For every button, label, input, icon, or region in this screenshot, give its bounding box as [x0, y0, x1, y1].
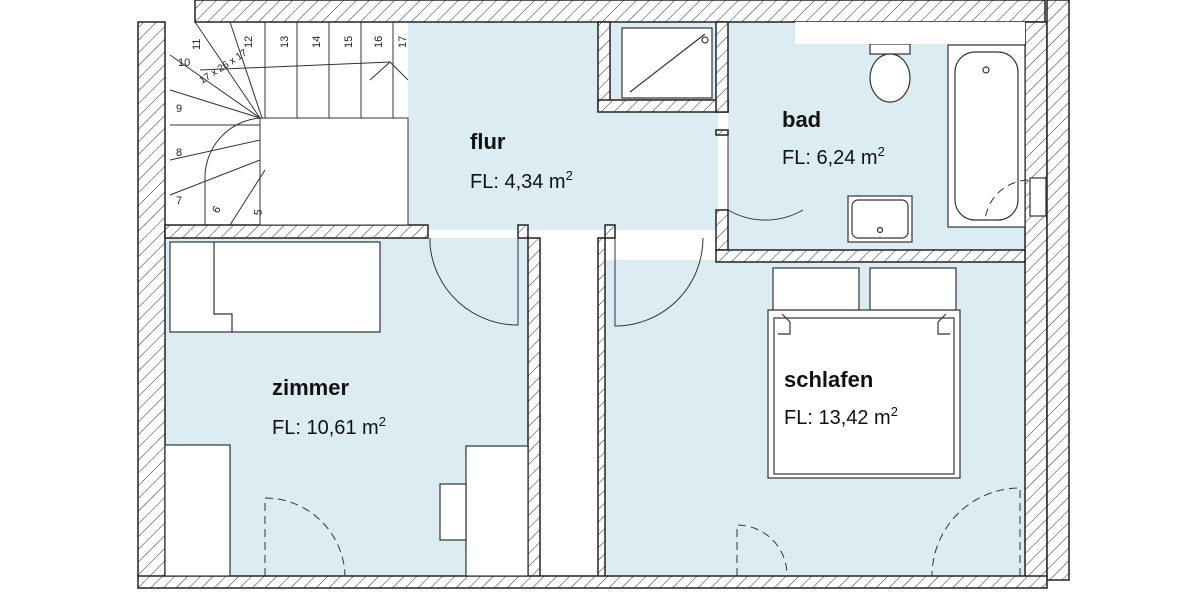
- stair-step-number: 7: [176, 195, 182, 207]
- stair-direction-line: [199, 61, 391, 71]
- window-schlafen-left: [736, 524, 788, 577]
- room-area-unit-exponent: 2: [566, 168, 573, 183]
- nightstand-right: [869, 267, 957, 311]
- stair-tread: [169, 89, 261, 119]
- bathroom-fixtures: [621, 22, 1047, 243]
- wall-stair-flur: [164, 224, 429, 239]
- stair-step-number: 5: [252, 208, 265, 216]
- stair-tread: [169, 139, 261, 161]
- room-name-zimmer: zimmer: [272, 375, 349, 400]
- room-area-flur: FL: 4,34 m2: [470, 168, 573, 193]
- door-schlafen: [614, 237, 704, 327]
- shower-drain-line: [629, 33, 706, 93]
- bathtub-drain: [982, 66, 990, 74]
- room-area-text: FL: 6,24 m: [782, 147, 878, 169]
- stair-step-number: 12: [243, 36, 255, 48]
- wall-bottom: [137, 575, 1048, 589]
- stair-step-number: 17: [397, 36, 409, 48]
- window-bad: [984, 179, 1029, 221]
- stair-landing: [259, 117, 409, 226]
- room-labels: flur FL: 4,34 m2 bad FL: 6,24 m2 zimmer …: [272, 107, 898, 439]
- toilet-bowl: [869, 53, 911, 103]
- door-zimmer: [429, 238, 519, 326]
- pillow-fold: [937, 313, 950, 335]
- room-name-bad: bad: [782, 107, 821, 132]
- zimmer-desk: [164, 444, 231, 577]
- staircase: [169, 21, 409, 226]
- room-name-schlafen: schlafen: [784, 367, 873, 392]
- bed-blanket: [773, 317, 955, 475]
- room-area-text: FL: 13,42 m: [784, 407, 891, 429]
- pillow-fold: [778, 313, 791, 335]
- bed: [767, 309, 961, 479]
- wall-corridor-left: [517, 224, 529, 239]
- zimmer-wardrobe: [465, 445, 529, 577]
- room-area-unit-exponent: 2: [891, 404, 898, 419]
- stair-step-number: 16: [373, 36, 385, 48]
- room-area-unit-exponent: 2: [379, 414, 386, 429]
- wall-right: [1024, 21, 1048, 579]
- zimmer-chair: [439, 483, 467, 541]
- stair-step-number: 15: [343, 36, 355, 48]
- wall-shower-right: [715, 21, 729, 113]
- room-area-zimmer: FL: 10,61 m2: [272, 414, 386, 439]
- wash-basin-bowl: [851, 199, 909, 239]
- zimmer-bed-fold: [213, 242, 233, 332]
- room-area-text: FL: 10,61 m: [272, 417, 379, 439]
- bad-window-unit: [1029, 177, 1047, 217]
- window-zimmer: [264, 497, 346, 577]
- bad-shelf: [795, 22, 1025, 44]
- room-area-schlafen: FL: 13,42 m2: [784, 404, 898, 429]
- wall-far-right: [1046, 0, 1070, 581]
- nightstand-left: [772, 267, 860, 311]
- stair-step-number: 14: [311, 36, 323, 48]
- wall-left: [137, 21, 166, 579]
- stair-step-number: 10: [178, 57, 190, 69]
- wall-corridor-schlafen: [597, 237, 606, 579]
- room-area-bad: FL: 6,24 m2: [782, 144, 885, 169]
- wall-zimmer-corridor: [527, 237, 541, 579]
- wall-bad-bottom: [715, 249, 1026, 263]
- wall-bad-left: [715, 129, 729, 136]
- basin-tap: [876, 226, 884, 234]
- stair-tread: [169, 159, 261, 196]
- stair-step-number: 6: [210, 204, 223, 215]
- toilet-tank: [869, 43, 911, 55]
- door-bad: [727, 135, 804, 221]
- stair-tread: [229, 169, 266, 226]
- wall-corridor-right: [604, 224, 616, 239]
- shower-drain: [701, 36, 709, 44]
- doors: [264, 135, 1029, 577]
- bedroom-furniture: [767, 267, 961, 479]
- walls: [137, 0, 1070, 589]
- bathtub-inner: [954, 51, 1019, 221]
- stair-step-number: 9: [176, 103, 182, 115]
- zimmer-furniture: [164, 241, 529, 577]
- stair-step-number: 13: [279, 36, 291, 48]
- zimmer-bed: [169, 241, 381, 333]
- room-name-flur: flur: [470, 129, 506, 154]
- stair-step-number: 11: [191, 39, 203, 50]
- wall-shower-bottom: [597, 99, 729, 113]
- room-area-text: FL: 4,34 m: [470, 171, 566, 193]
- stair-tread: [194, 21, 261, 119]
- wall-shower-left: [597, 21, 611, 111]
- stair-step-number: 8: [176, 147, 182, 159]
- wall-bad-left-low: [715, 209, 729, 251]
- room-area-unit-exponent: 2: [878, 144, 885, 159]
- wall-top: [194, 0, 1046, 23]
- stair-tread: [169, 54, 261, 119]
- stair-spiral: [204, 117, 261, 225]
- stair-tread: [229, 21, 263, 119]
